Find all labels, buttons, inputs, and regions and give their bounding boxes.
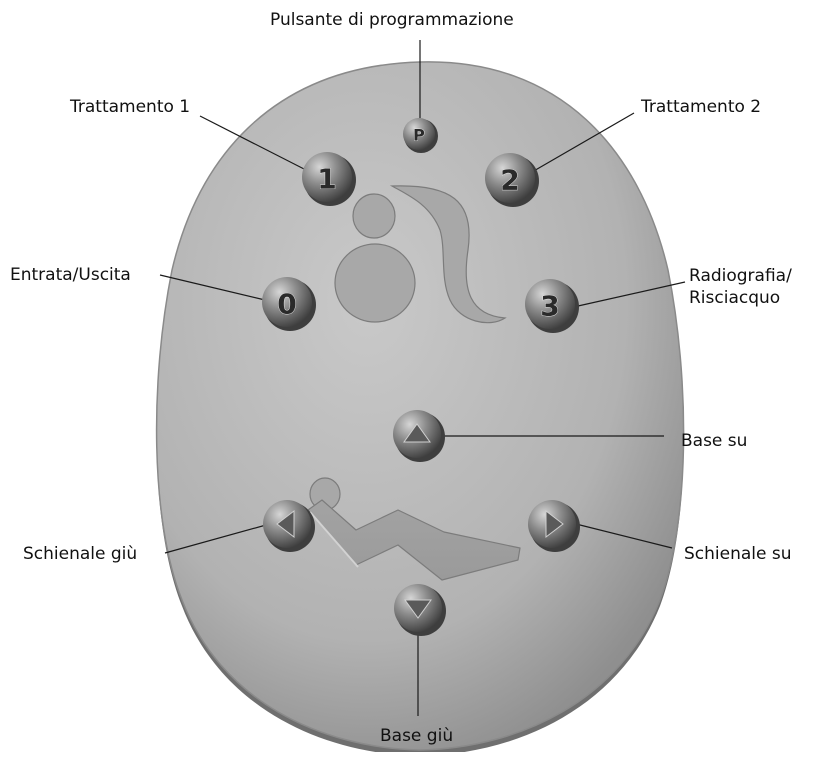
entry-exit-button-label: 0 xyxy=(277,288,296,321)
treatment-1-button-label: 1 xyxy=(317,163,336,196)
label-treatment-1: Trattamento 1 xyxy=(70,96,190,118)
label-base-down: Base giù xyxy=(380,725,453,747)
label-programming-button: Pulsante di programmazione xyxy=(270,9,514,31)
label-entry-exit: Entrata/Uscita xyxy=(10,264,131,286)
label-backrest-down: Schienale giù xyxy=(23,543,137,565)
label-base-up: Base su xyxy=(681,430,747,452)
label-xray-rinse: Radiografia/ Risciacquo xyxy=(689,265,809,309)
treatment-2-button-label: 2 xyxy=(500,164,519,197)
remote-body xyxy=(157,62,684,752)
label-xray-rinse-line-1: Radiografia/ xyxy=(689,265,809,287)
label-treatment-2: Trattamento 2 xyxy=(641,96,761,118)
xray-rinse-button-label: 3 xyxy=(540,290,559,323)
program-button-label: P xyxy=(413,126,425,145)
label-xray-rinse-line-2: Risciacquo xyxy=(689,287,809,309)
label-backrest-up: Schienale su xyxy=(684,543,792,565)
